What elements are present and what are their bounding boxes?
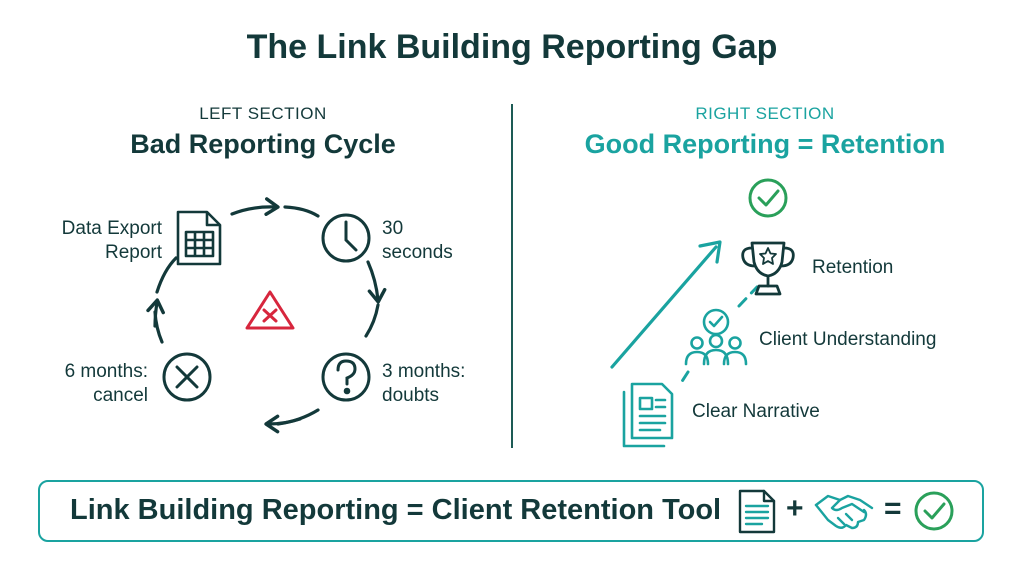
warning-icon xyxy=(245,290,295,330)
cycle-arc-top-right xyxy=(283,205,320,218)
x-circle-icon xyxy=(162,352,212,402)
step-three-months-line1: 3 months: xyxy=(382,361,466,382)
step-three-months: 3 months: doubts xyxy=(382,360,465,408)
step-six-months: 6 months: cancel xyxy=(0,360,148,408)
trophy-icon xyxy=(741,241,795,296)
cycle-arrows xyxy=(146,197,387,434)
left-section-heading: Bad Reporting Cycle xyxy=(130,129,396,159)
step-thirty-seconds-line2: seconds xyxy=(382,242,453,263)
step-three-months-line2: doubts xyxy=(382,385,440,406)
footer-banner xyxy=(38,480,984,542)
check-circle-icon xyxy=(748,178,788,218)
step-data-export-line1: Data Export xyxy=(61,218,162,239)
footer-text: Link Building Reporting = Client Retenti… xyxy=(70,494,722,526)
step-thirty-seconds-line1: 30 xyxy=(382,218,404,239)
client-group-icon xyxy=(684,308,748,366)
handshake-icon xyxy=(814,494,874,530)
step-data-export: Data Export Report xyxy=(2,217,162,265)
cycle-arc-right-bottom xyxy=(364,303,380,338)
cycle-arrow-top xyxy=(230,197,280,217)
growth-arrow xyxy=(610,240,722,369)
cycle-arrow-bottom xyxy=(264,414,302,434)
step-six-months-line2: cancel xyxy=(93,385,148,406)
step-data-export-line2: Report xyxy=(104,242,162,263)
footer-document-icon xyxy=(738,489,776,534)
footer-equals: = xyxy=(884,492,902,525)
right-section-heading: Good Reporting = Retention xyxy=(584,129,946,159)
left-section-label: LEFT SECTION xyxy=(199,104,327,123)
step-retention: Retention xyxy=(812,257,894,278)
step-six-months-line1: 6 months: xyxy=(64,361,148,382)
document-icon xyxy=(622,382,674,448)
cycle-arc-right-top xyxy=(366,260,387,304)
section-divider xyxy=(511,104,513,448)
question-icon xyxy=(321,352,371,402)
footer-plus: + xyxy=(786,492,804,525)
cycle-arrow-left xyxy=(146,298,165,328)
clock-icon xyxy=(321,213,371,263)
step-thirty-seconds: 30 seconds xyxy=(382,217,453,265)
footer-check-icon xyxy=(914,491,954,531)
step-connectors xyxy=(677,285,759,388)
step-clear-narrative: Clear Narrative xyxy=(692,401,820,422)
step-client-understanding: Client Understanding xyxy=(759,329,937,350)
page-title: The Link Building Reporting Gap xyxy=(246,28,778,66)
cycle-arc-left-top xyxy=(155,256,178,294)
right-section-label: RIGHT SECTION xyxy=(695,104,835,123)
spreadsheet-icon xyxy=(176,210,222,266)
